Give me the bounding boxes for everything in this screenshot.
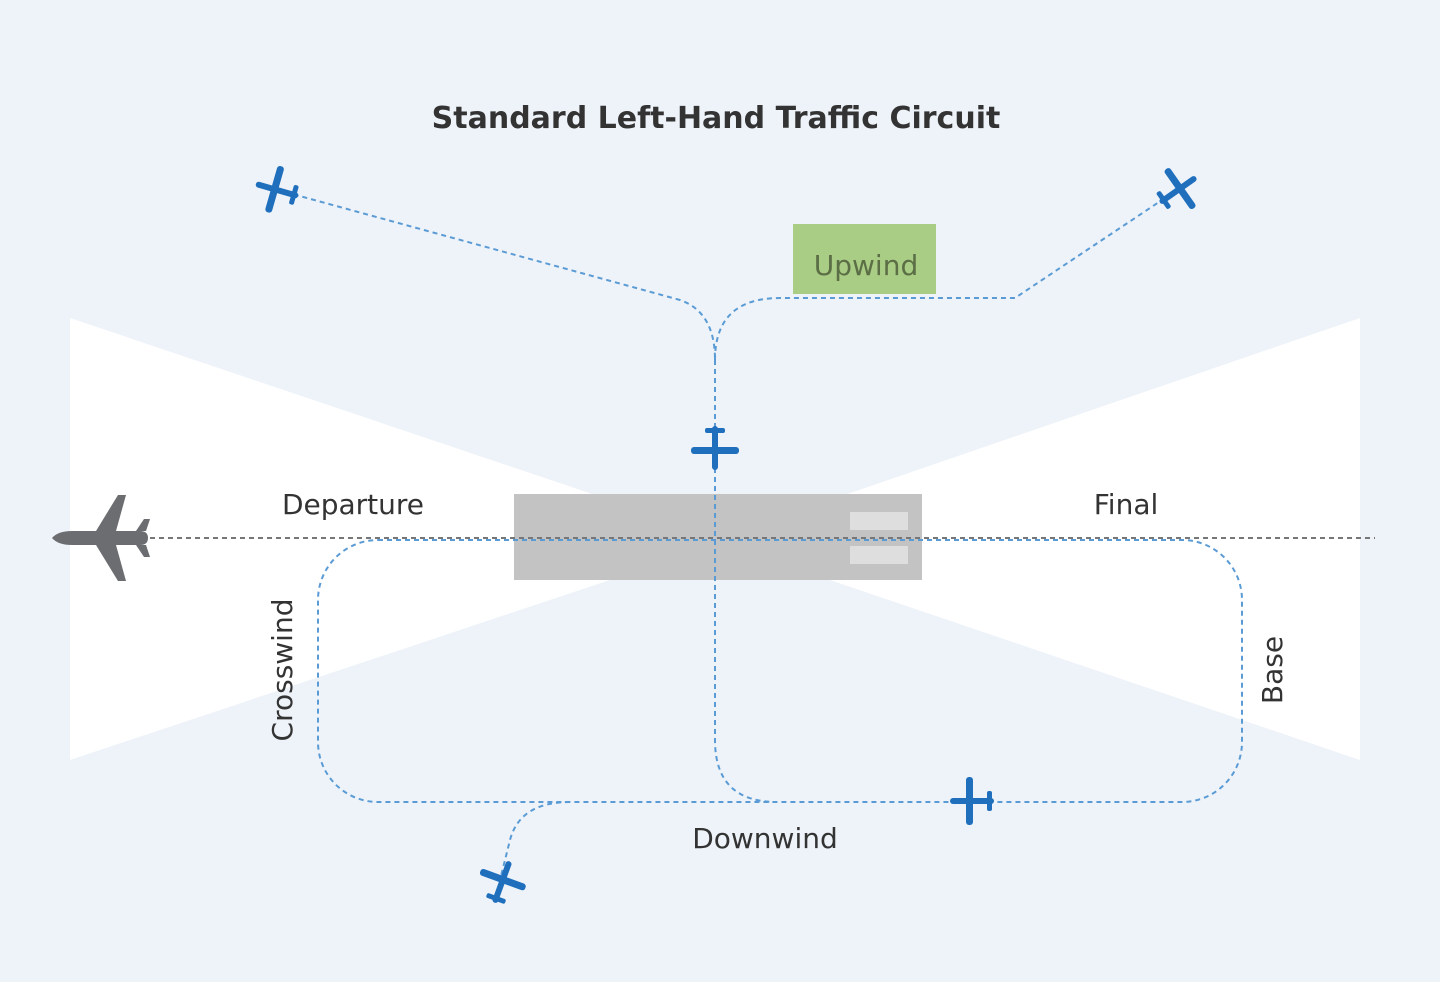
join-path-left	[284, 191, 716, 361]
join-path-right	[714, 187, 1181, 361]
airliner-icon	[52, 495, 150, 581]
base-label: Base	[1256, 636, 1289, 704]
upwind-label: Upwind	[814, 249, 918, 282]
crosswind-label: Crosswind	[266, 599, 299, 742]
final-label: Final	[1094, 488, 1159, 521]
runway-marking	[850, 546, 908, 564]
upwind-path	[714, 360, 778, 803]
upwind-box	[793, 224, 936, 294]
downwind-label: Downwind	[692, 822, 838, 855]
exit-path	[499, 801, 571, 881]
runway-marking	[850, 512, 908, 530]
departure-label: Departure	[282, 488, 424, 521]
diagram-title: Standard Left-Hand Traffic Circuit	[432, 101, 1001, 136]
